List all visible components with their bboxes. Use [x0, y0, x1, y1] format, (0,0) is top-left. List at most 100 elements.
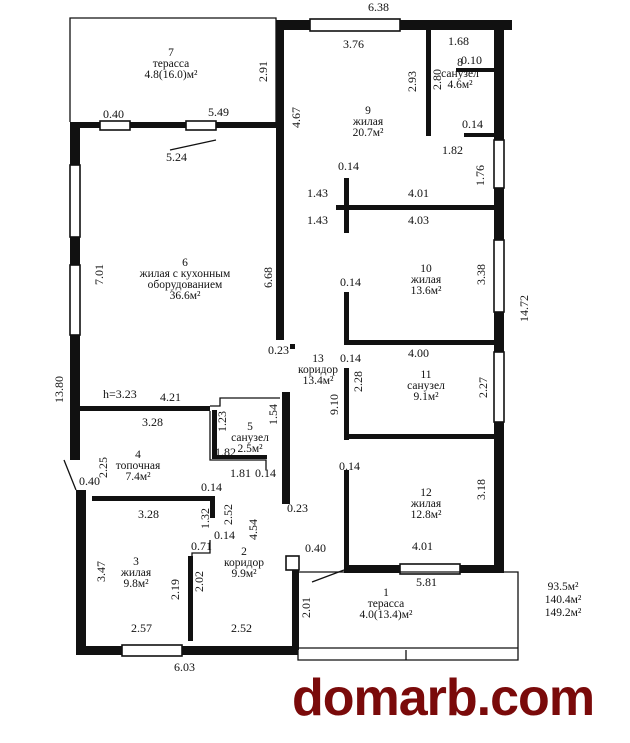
dimension-label: 6.03 [174, 660, 195, 674]
wall [188, 556, 193, 641]
wall [344, 178, 349, 233]
dimension-label: 1.43 [307, 186, 328, 200]
window [493, 139, 505, 189]
dimension-label: 2.25 [96, 457, 110, 478]
dimension-label: 0.40 [103, 107, 124, 121]
room-2-name: коридор [224, 557, 264, 569]
room-4-name: топочная [116, 460, 161, 472]
room-5-area: 2.5м² [237, 443, 263, 455]
room-3-num: 3 [133, 556, 139, 568]
area-totals: 93.5м² 140.4м² 149.2м² [545, 581, 582, 619]
window [69, 264, 81, 336]
total-area-full: 149.2м² [545, 607, 582, 619]
wall [290, 344, 295, 349]
wall [292, 570, 299, 650]
dimension-label: 1.32 [198, 508, 212, 529]
dimension-label: 0.14 [340, 275, 361, 289]
dimension-label: 9.10 [327, 394, 341, 415]
dimension-label: 1.68 [448, 34, 469, 48]
total-area-living: 93.5м² [548, 581, 579, 593]
room-8-name: санузел [441, 68, 479, 80]
dimension-label: 0.40 [305, 541, 326, 555]
dimension-label: 4.03 [408, 213, 429, 227]
wall [336, 205, 494, 210]
room-6-num: 6 [182, 257, 188, 269]
dimension-label: 14.72 [517, 295, 531, 322]
room-4-area: 7.4м² [125, 471, 151, 483]
wall [282, 392, 290, 504]
dimension-label: 1.43 [307, 213, 328, 227]
dimension-label: 0.14 [214, 528, 235, 542]
dimension-label: 4.54 [246, 519, 260, 540]
wall [210, 496, 215, 518]
room-11-num: 11 [420, 369, 431, 381]
room-12-num: 12 [420, 487, 432, 499]
wall [344, 470, 349, 570]
wall [80, 406, 210, 411]
room-7-name: терасса [153, 58, 189, 70]
room-13-num: 13 [312, 353, 324, 365]
dimension-label: 2.28 [351, 371, 365, 392]
dimension-label: 4.67 [289, 107, 303, 128]
room-12-area: 12.8м² [411, 509, 442, 521]
room-6-name2: оборудованием [148, 279, 223, 291]
room-4-num: 4 [135, 449, 141, 461]
dimension-label: 7.01 [92, 264, 106, 285]
walls [63, 17, 519, 661]
dimension-label: 0.14 [340, 351, 361, 365]
room-1-num: 1 [383, 587, 389, 599]
dimension-label: 0.14 [338, 159, 359, 173]
window [121, 644, 183, 657]
dimension-label: 1.76 [473, 165, 487, 186]
room-labels: 7терасса4.8(16.0)м²9жилая20.7м²8санузел4… [116, 47, 479, 621]
room-10-num: 10 [420, 263, 432, 275]
window [493, 351, 505, 423]
wall-column [285, 555, 300, 571]
dimension-label: 5.81 [416, 575, 437, 589]
wall [344, 292, 349, 344]
dimension-label: 0.10 [461, 53, 482, 67]
room-10-area: 13.6м² [411, 285, 442, 297]
wall [276, 20, 284, 340]
room-5-name: санузел [231, 432, 269, 444]
wall [212, 455, 267, 459]
window [309, 18, 401, 32]
room-10-name: жилая [410, 274, 442, 286]
wall [344, 434, 494, 439]
total-area-general: 140.4м² [545, 594, 582, 606]
dimension-label: 2.02 [192, 571, 206, 592]
dimension-label: 2.52 [221, 504, 235, 525]
room-2-area: 9.9м² [231, 568, 257, 580]
dimension-label: 2.19 [168, 579, 182, 600]
dimension-label: 2.80 [430, 69, 444, 90]
window [185, 120, 217, 131]
dimension-label: 5.49 [208, 105, 229, 119]
room-13-area: 13.4м² [303, 375, 334, 387]
dimension-label: 0.40 [79, 474, 100, 488]
room-7-num: 7 [168, 47, 174, 59]
dimension-label: 2.52 [231, 621, 252, 635]
room-1-name: терасса [368, 598, 404, 610]
dimension-label: 2.57 [131, 621, 152, 635]
dimension-label: 3.18 [474, 479, 488, 500]
dimension-label: 3.47 [94, 561, 108, 582]
dimension-label: 2.01 [299, 597, 313, 618]
dimension-label: h=3.23 [103, 387, 137, 401]
dimension-label: 3.38 [474, 264, 488, 285]
room-6-area: 36.6м² [170, 290, 201, 302]
window [99, 120, 131, 131]
room-11-name: санузел [407, 380, 445, 392]
dimension-label: 2.91 [256, 61, 270, 82]
room-13-name: коридор [298, 364, 338, 376]
dimension-label: 1.82 [215, 445, 236, 459]
dimension-label: 3.28 [138, 507, 159, 521]
room-3-name: жилая [120, 567, 152, 579]
wall [456, 68, 494, 72]
dimension-label: 2.27 [476, 377, 490, 398]
room-9-name: жилая [352, 116, 384, 128]
wall [76, 490, 86, 655]
room-5-num: 5 [247, 421, 253, 433]
dimension-label: 6.38 [368, 0, 389, 14]
